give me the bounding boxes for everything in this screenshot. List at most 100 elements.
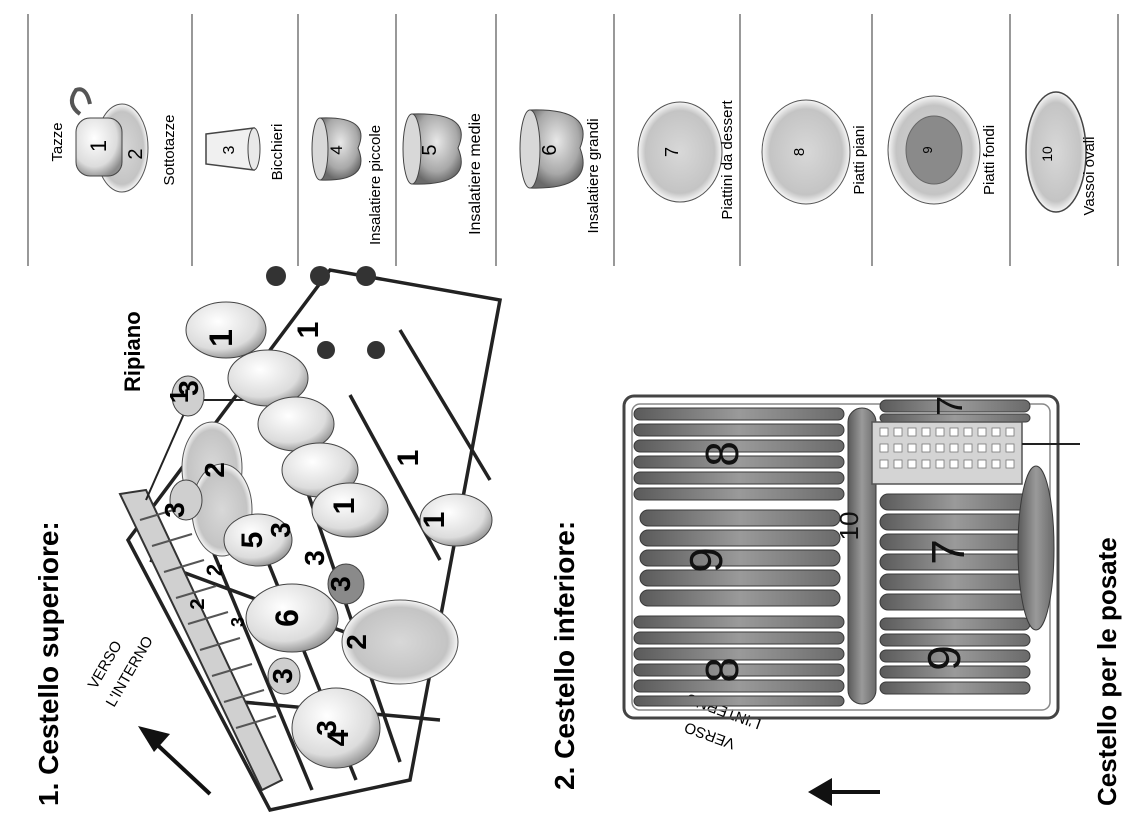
legend-number-8: 8 [791, 148, 808, 156]
small-bowl-rim-icon [311, 117, 329, 181]
upper-number: 3 [325, 576, 356, 592]
legend-label-piattini-da-dessert: Piattini da dessert [719, 100, 736, 220]
lower-number: 7 [929, 396, 970, 416]
lower-number: 9 [918, 645, 970, 671]
upper-number: 1 [418, 512, 451, 529]
legend-label-vassoi-ovali: Vassoi ovali [1081, 137, 1098, 216]
legend-label-tazze: Tazze [49, 122, 66, 161]
upper-number: 5 [236, 532, 269, 549]
large-bowl [245, 583, 339, 653]
lower-number: 8 [696, 657, 748, 683]
legend-number-5: 5 [419, 144, 441, 155]
shelf-label: Ripiano [120, 311, 145, 392]
upper-basket: 1. Cestello superiore: VERSO L'INTERNO [33, 266, 503, 812]
upper-number: 4 [322, 729, 355, 746]
legend-number-7: 7 [662, 147, 682, 157]
legend-item-dessert-plates: 7 Piattini da dessert [637, 100, 736, 220]
upper-number: 6 [269, 609, 305, 627]
legend-item-large-bowls: 6 Insalatiere grandi [519, 109, 602, 234]
upper-basket-title: 1. Cestello superiore: [33, 521, 64, 806]
legend-number-3: 3 [221, 145, 238, 154]
cutlery-basket: Cestello per le posate [871, 421, 1122, 806]
flat-plate-icon [761, 99, 851, 205]
legend-label-piatti-piani: Piatti piani [851, 125, 868, 194]
legend-item-deep-plates: 9 Piatti fondi [887, 95, 998, 205]
lower-oval-tray [847, 407, 877, 705]
upper-number: 3 [311, 720, 342, 736]
upper-glasses [169, 375, 365, 695]
shelf-leader-line [145, 399, 191, 501]
legend-item-medium-bowls: 5 Insalatiere medie [402, 113, 484, 235]
lower-number: 10 [834, 512, 864, 541]
legend-number-4: 4 [327, 145, 346, 154]
lower-side-plate [1017, 465, 1055, 631]
lower-direction-arrow: VERSO L'INTERNO [682, 689, 880, 806]
legend-label-piatti-fondi: Piatti fondi [981, 125, 998, 195]
arrow-left-icon [808, 778, 832, 806]
upper-number: 2 [187, 598, 209, 609]
legend-label-insalatiere-medie: Insalatiere medie [467, 113, 484, 235]
legend: 1 2 Tazze Sottotazze 3 Bicchieri 4 Insal… [27, 14, 1119, 266]
large-bowl-icon [529, 109, 584, 189]
upper-number: 3 [228, 617, 248, 627]
upper-cups [185, 301, 493, 547]
legend-number-6: 6 [539, 144, 561, 155]
glass-rim-icon [247, 127, 261, 171]
upper-number: 1 [292, 322, 325, 339]
lower-basket-title: 2. Cestello inferiore: [549, 521, 580, 790]
legend-number-10: 10 [1039, 146, 1055, 162]
upper-number: 3 [267, 668, 298, 684]
small-bowl [291, 687, 381, 769]
lower-direction-verso: VERSO [682, 718, 737, 752]
lower-left-plates [633, 407, 845, 707]
upper-number: 2 [341, 634, 372, 650]
dessert-plate-icon [637, 101, 723, 203]
legend-label-insalatiere-piccole: Insalatiere piccole [367, 125, 384, 245]
upper-number: 3 [299, 550, 330, 566]
upper-number: 1 [328, 498, 361, 515]
upper-rack-knobs [266, 266, 385, 359]
cutlery-basket-label: Cestello per le posate [1092, 537, 1122, 806]
upper-item-numbers: 1 1 1 1 1 1 2 2 2 2 3 3 3 3 3 3 3 3 4 5 … [159, 322, 451, 747]
upper-number: 1 [203, 329, 239, 347]
lower-rack-frame [622, 394, 1060, 720]
lower-basket: 2. Cestello inferiore: VERSO L'INTERNO [549, 394, 1122, 806]
legend-number-1: 1 [86, 140, 111, 152]
legend-item-glasses: 3 Bicchieri [205, 124, 286, 181]
lower-number: 7 [922, 539, 974, 565]
large-bowl-rim-icon [519, 109, 541, 189]
upper-number: 1 [164, 389, 194, 403]
medium-bowl-icon [411, 113, 462, 185]
legend-item-oval-trays: 10 Vassoi ovali [1025, 91, 1098, 216]
legend-item-small-bowls: 4 Insalatiere piccole [311, 117, 384, 245]
cup-icon [75, 117, 123, 177]
medium-bowl-rim-icon [402, 113, 422, 185]
upper-number: 1 [392, 450, 425, 467]
upper-shelf: Ripiano [118, 311, 284, 792]
upper-number: 2 [199, 462, 230, 478]
oval-tray-icon [1025, 91, 1087, 213]
cup-handle-icon [69, 87, 92, 116]
legend-dividers [27, 14, 1119, 266]
lower-item-numbers: 8 8 9 9 7 7 10 [680, 396, 974, 683]
legend-label-sottotazze: Sottotazze [161, 115, 178, 186]
upper-number: 3 [265, 522, 296, 538]
legend-item-flat-plates: 8 Piatti piani [761, 99, 868, 205]
upper-number: 3 [159, 502, 190, 518]
deep-plate-well-icon [905, 115, 963, 185]
small-bowl-icon [319, 117, 362, 181]
arrow-up-left-icon [138, 726, 170, 752]
legend-number-9: 9 [920, 146, 935, 153]
medium-bowl [223, 513, 293, 567]
legend-label-insalatiere-grandi: Insalatiere grandi [585, 118, 602, 233]
lower-number: 9 [680, 547, 732, 573]
upper-number: 2 [202, 564, 227, 576]
legend-number-2: 2 [125, 148, 147, 159]
lower-number: 8 [696, 441, 748, 467]
legend-item-cups: 1 2 Tazze Sottotazze [49, 87, 178, 193]
upper-bowls [223, 513, 381, 769]
upper-number: 3 [173, 380, 204, 396]
legend-label-bicchieri: Bicchieri [269, 124, 286, 181]
